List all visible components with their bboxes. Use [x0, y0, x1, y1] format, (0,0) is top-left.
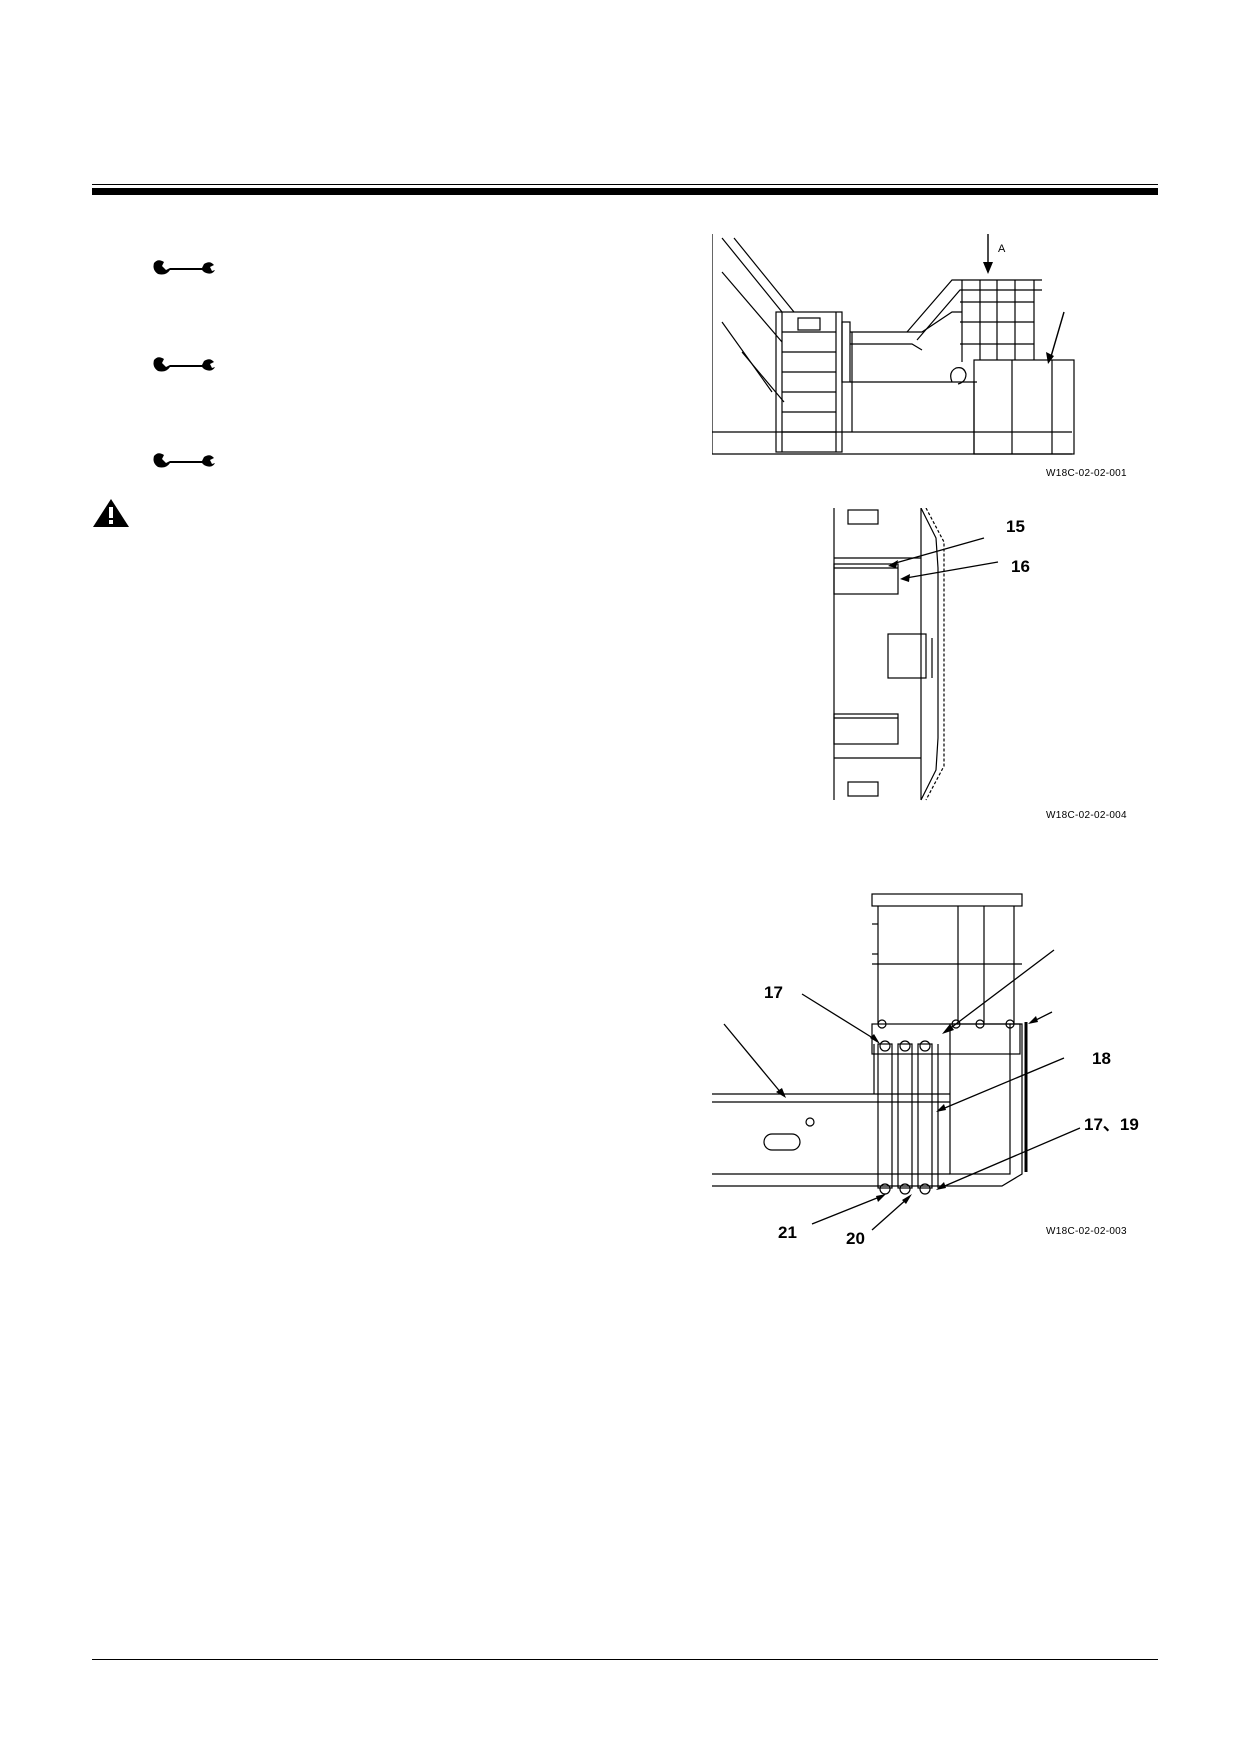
- callout-18: 18: [1092, 1049, 1111, 1068]
- callout-16: 16: [1011, 557, 1030, 576]
- wrench-icon: [153, 357, 215, 372]
- callout-20: 20: [846, 1229, 865, 1244]
- figure-3-drawing: 17 18 17、19 21 20: [712, 893, 1139, 1244]
- callout-17: 17: [764, 983, 783, 1002]
- callout-21: 21: [778, 1223, 797, 1242]
- arrow-label-a: A: [998, 243, 1006, 255]
- footer-rule: [92, 1659, 1158, 1660]
- wrench-icon: [153, 260, 215, 275]
- figure-1-drawing: A: [712, 234, 1075, 455]
- callout-15: 15: [1006, 517, 1025, 536]
- figure-3-code: W18C-02-02-003: [1046, 1226, 1127, 1237]
- figure-1-code: W18C-02-02-001: [1046, 468, 1127, 479]
- header-rule-thin: [92, 184, 1158, 185]
- header-rule-thick: [92, 188, 1158, 195]
- figure-2-drawing: 15 16: [833, 508, 1030, 801]
- figure-2-code: W18C-02-02-004: [1046, 810, 1127, 821]
- wrench-icon: [153, 453, 215, 468]
- warning-icon: [93, 499, 129, 527]
- callout-17-19: 17、19: [1084, 1115, 1139, 1134]
